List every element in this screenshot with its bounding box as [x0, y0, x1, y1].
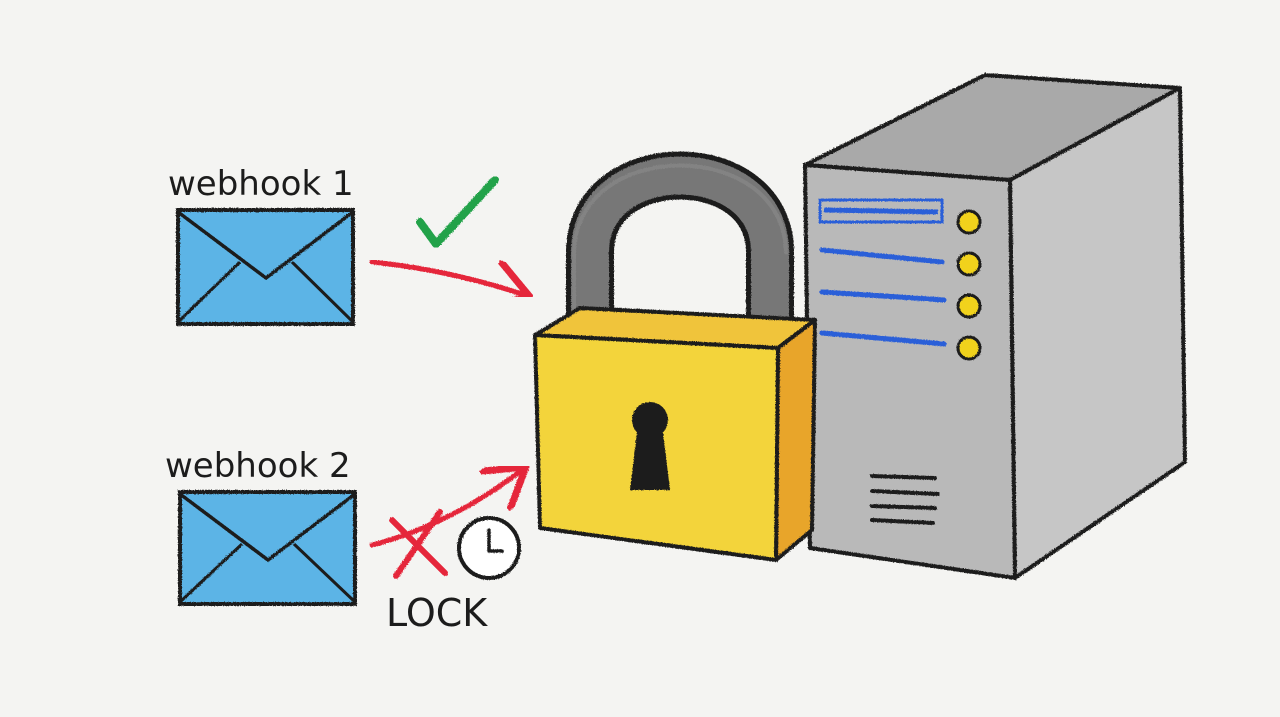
padlock-side [774, 318, 817, 562]
server-vent [870, 474, 940, 525]
x-cross-icon [389, 509, 448, 579]
envelope-icon [178, 490, 357, 606]
server-led-2 [956, 251, 982, 277]
server-drive-4 [819, 330, 947, 347]
arrow-webhook-2-to-lock [369, 470, 522, 548]
lock-label: LOCK [386, 591, 488, 635]
server-led-1 [956, 209, 982, 235]
server-icon [803, 73, 1187, 580]
server-drive-1 [818, 198, 944, 224]
webhook-2-label: webhook 2 [165, 446, 351, 486]
clock-icon [457, 516, 521, 580]
webhook-2-group: webhook 2 [165, 446, 357, 606]
server-front [803, 163, 1017, 580]
server-led-4 [956, 335, 982, 361]
server-led-3 [956, 293, 982, 319]
arrow-webhook-1-to-lock [369, 259, 525, 295]
webhook-1-group: webhook 1 [168, 164, 355, 326]
server-drive-1-fill [823, 207, 939, 215]
envelope-icon [176, 208, 355, 326]
keyhole-icon [630, 402, 670, 490]
server-drive-3 [819, 289, 947, 303]
check-icon [416, 176, 499, 248]
webhook-1-label: webhook 1 [168, 164, 354, 204]
server-drive-2 [819, 247, 945, 265]
padlock-icon [533, 151, 817, 562]
